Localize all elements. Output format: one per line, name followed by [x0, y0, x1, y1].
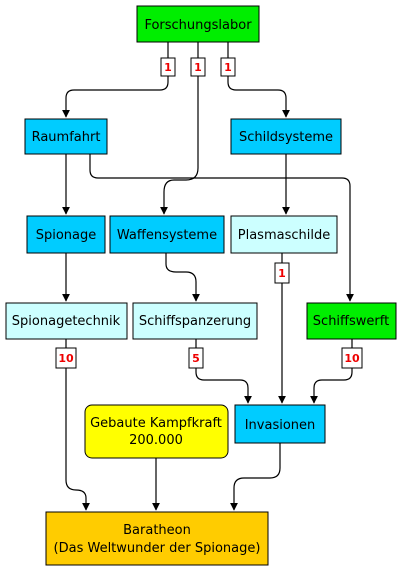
- node-spionagetechnik: Spionagetechnik: [5, 302, 128, 340]
- node-raumfahrt: Raumfahrt: [24, 118, 108, 155]
- edge-forschungslabor-waffensysteme: [160, 42, 199, 215]
- node-schildsysteme: Schildsysteme: [230, 118, 342, 155]
- edge-spionagetechnik-baratheon: [65, 339, 90, 511]
- node-spionage-label: Spionage: [36, 228, 97, 243]
- node-schildsysteme-label: Schildsysteme: [239, 130, 333, 145]
- node-kampfkraft: Gebaute Kampfkraft 200.000: [84, 404, 229, 459]
- node-waffensysteme: Waffensysteme: [109, 215, 225, 254]
- node-forschungslabor-label: Forschungslabor: [144, 18, 252, 33]
- node-spionagetechnik-label: Spionagetechnik: [12, 314, 121, 329]
- node-schiffswerft: Schiffswerft: [306, 302, 397, 340]
- badge-schiffspanzerung: 5: [188, 347, 204, 369]
- badge-schiffswerft-value: 10: [344, 352, 360, 365]
- edge-raumfahrt-schiffswerft: [89, 154, 354, 302]
- badge-schiffswerft: 10: [341, 347, 363, 369]
- node-forschungslabor: Forschungslabor: [136, 5, 260, 43]
- node-spionage: Spionage: [26, 215, 106, 254]
- node-baratheon: Baratheon (Das Weltwunder der Spionage): [45, 511, 269, 566]
- badge-forschungslabor-right: 1: [220, 57, 236, 77]
- badge-plasmaschilde: 1: [274, 262, 290, 284]
- edge-forschungslabor-raumfahrt: [62, 42, 169, 118]
- edges: [62, 42, 354, 511]
- node-schiffspanzerung: Schiffspanzerung: [132, 302, 258, 340]
- node-baratheon-label-line1: Baratheon: [123, 523, 191, 538]
- node-plasmaschilde: Plasmaschilde: [230, 215, 338, 254]
- node-plasmaschilde-label: Plasmaschilde: [238, 228, 330, 243]
- node-invasionen: Invasionen: [234, 404, 326, 444]
- node-schiffswerft-label: Schiffswerft: [313, 314, 389, 329]
- node-schiffspanzerung-label: Schiffspanzerung: [139, 314, 251, 329]
- edge-schiffspanzerung-invasionen: [195, 339, 252, 404]
- node-waffensysteme-label: Waffensysteme: [117, 228, 217, 243]
- badge-forschungslabor-left: 1: [160, 57, 176, 77]
- node-kampfkraft-label-line2: 200.000: [129, 433, 183, 448]
- edge-waffensysteme-schiffspanzerung: [165, 253, 200, 302]
- node-baratheon-label-line2: (Das Weltwunder der Spionage): [54, 541, 261, 556]
- badge-forschungslabor-middle: 1: [190, 57, 206, 77]
- badge-forschungslabor-right-value: 1: [224, 61, 232, 74]
- edge-forschungslabor-schildsysteme: [227, 42, 290, 118]
- badge-forschungslabor-left-value: 1: [164, 61, 172, 74]
- nodes: Forschungslabor Raumfahrt Schildsysteme …: [5, 5, 397, 566]
- edge-schiffswerft-invasionen: [310, 339, 353, 404]
- edge-invasionen-baratheon: [230, 443, 281, 511]
- node-raumfahrt-label: Raumfahrt: [32, 130, 101, 145]
- badges: 1 1 1 1 10 5 10: [55, 57, 363, 369]
- badge-spionagetechnik-value: 10: [58, 352, 74, 365]
- badge-forschungslabor-middle-value: 1: [194, 61, 202, 74]
- badge-plasmaschilde-value: 1: [278, 267, 286, 280]
- node-invasionen-label: Invasionen: [245, 418, 316, 433]
- badge-schiffspanzerung-value: 5: [192, 352, 200, 365]
- node-kampfkraft-label-line1: Gebaute Kampfkraft: [90, 416, 222, 431]
- badge-spionagetechnik: 10: [55, 347, 77, 369]
